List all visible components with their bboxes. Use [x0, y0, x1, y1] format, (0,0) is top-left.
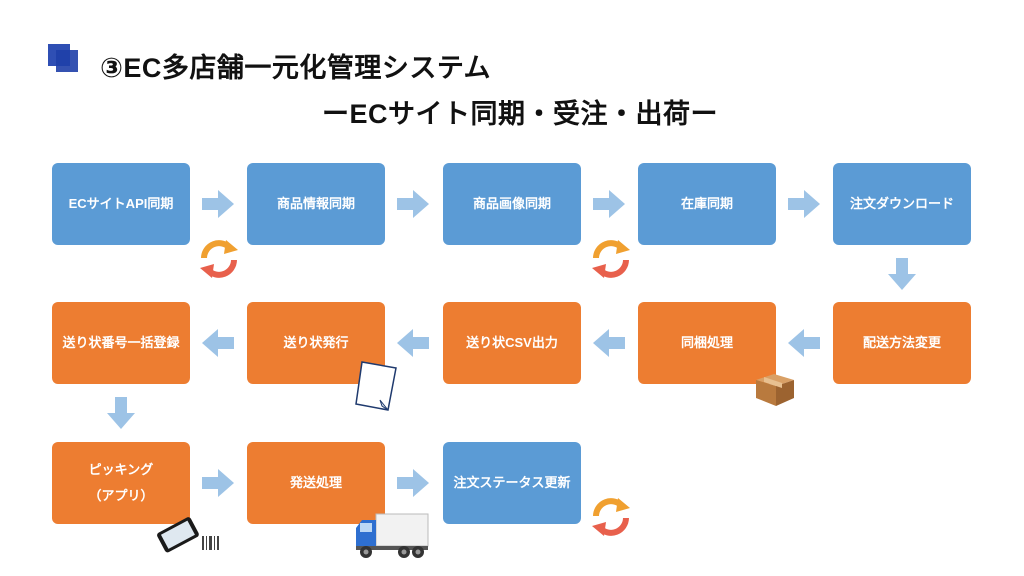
package-box-icon — [756, 374, 794, 406]
sync-icon — [592, 498, 630, 536]
arrow-right-icon — [202, 190, 234, 218]
sync-icon — [200, 240, 238, 278]
arrow-right-icon — [397, 190, 429, 218]
arrow-left-icon — [202, 329, 234, 357]
document-icon — [355, 361, 397, 411]
arrow-left-icon — [397, 329, 429, 357]
step-ec-site-api-sync: ECサイトAPI同期 — [52, 163, 190, 245]
arrow-right-icon — [202, 469, 234, 497]
step-change-delivery-method: 配送方法変更 — [833, 302, 971, 384]
arrow-left-icon — [593, 329, 625, 357]
arrow-right-icon — [788, 190, 820, 218]
arrow-down-icon — [888, 258, 916, 290]
step-picking-app: ピッキング （アプリ） — [52, 442, 190, 524]
step-inventory-sync: 在庫同期 — [638, 163, 776, 245]
arrow-right-icon — [593, 190, 625, 218]
step-bundle-processing: 同梱処理 — [638, 302, 776, 384]
page-title: ③EC多店舗一元化管理システム — [100, 53, 492, 83]
smartphone-scanner-icon — [157, 517, 219, 553]
step-product-image-sync: 商品画像同期 — [443, 163, 581, 245]
delivery-truck-icon — [356, 513, 429, 558]
step-shipping-processing: 発送処理 — [247, 442, 385, 524]
arrow-down-icon — [107, 397, 135, 429]
step-order-download: 注文ダウンロード — [833, 163, 971, 245]
sync-icon — [592, 240, 630, 278]
step-order-status-update: 注文ステータス更新 — [443, 442, 581, 524]
step-shipping-label-csv-export: 送り状CSV出力 — [443, 302, 581, 384]
page-subtitle: ーECサイト同期・受注・出荷ー — [322, 99, 719, 129]
arrow-right-icon — [397, 469, 429, 497]
arrow-left-icon — [788, 329, 820, 357]
step-product-info-sync: 商品情報同期 — [247, 163, 385, 245]
step-bulk-tracking-registration: 送り状番号一括登録 — [52, 302, 190, 384]
